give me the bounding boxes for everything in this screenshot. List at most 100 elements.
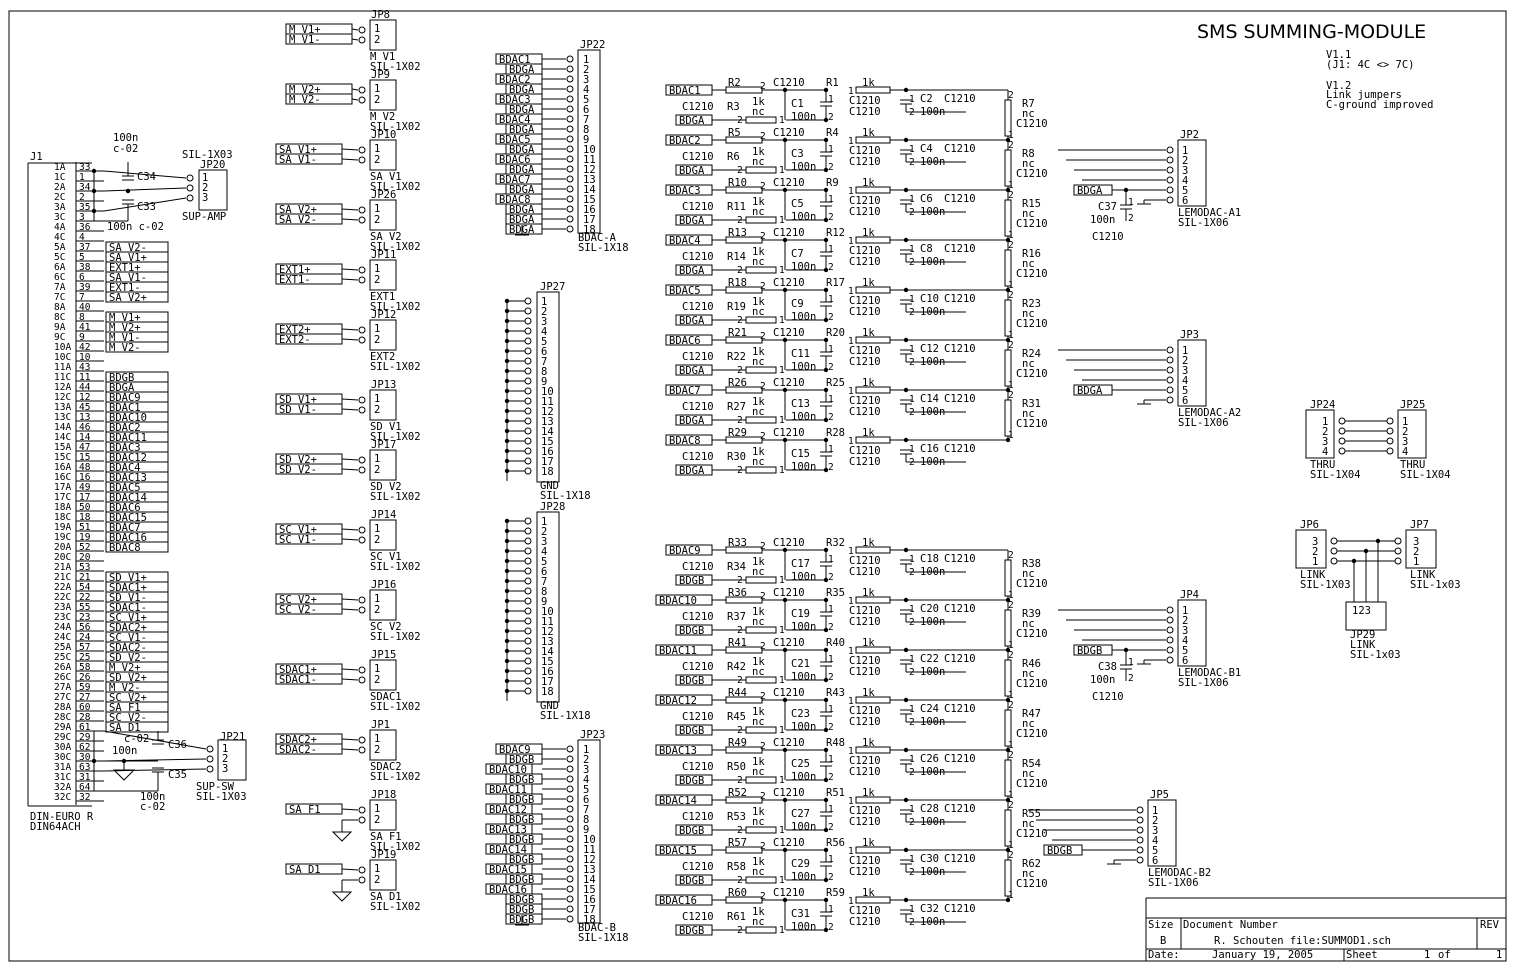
resistor-pkg: C1210 — [1016, 368, 1048, 380]
ground-symbol — [331, 886, 353, 902]
resistor-pkg: C1210 — [773, 837, 805, 849]
resistor-value: 1k — [862, 127, 875, 139]
cap-pkg: C1210 — [849, 206, 881, 218]
cap-ref: C5 — [791, 198, 804, 210]
resistor-ref: R49 — [728, 737, 747, 749]
cap-ref: C3 — [791, 148, 804, 160]
jumper-body — [369, 389, 397, 421]
j1-pin-number: 10 — [79, 352, 91, 363]
junction-dot — [903, 597, 909, 603]
j1-pin-number: 40 — [79, 302, 91, 313]
jumper-ref: JP16 — [371, 579, 396, 591]
jp20-pin: 3 — [202, 192, 208, 204]
pin-circle — [566, 205, 574, 213]
wire — [341, 598, 359, 601]
link-name: LINK — [1350, 639, 1376, 651]
thru-pin: 1 — [1322, 416, 1328, 428]
junction-dot — [903, 647, 909, 653]
jumper-ref: JP17 — [371, 439, 396, 451]
channel-ground-label — [675, 414, 713, 426]
strip-ref: JP23 — [580, 729, 605, 741]
pin-circle — [566, 885, 574, 893]
pin-circle — [358, 406, 366, 414]
gnd-strip-pin: 1 — [541, 296, 547, 308]
resistor-ref: R20 — [826, 327, 845, 339]
j1-ref: J1 — [30, 151, 43, 163]
gnd-strip-pin: 2 — [541, 306, 547, 318]
link-ref: JP29 — [1350, 629, 1375, 641]
wire — [103, 768, 207, 772]
resistor-value: 1k — [862, 177, 875, 189]
pin-number: 2 — [828, 212, 834, 223]
jumper-net-label-text: SC V1- — [279, 534, 317, 546]
j1-row-label: 17A — [54, 482, 71, 493]
resistor-ref: R7 — [1022, 98, 1035, 110]
pin-number: 1 — [848, 546, 854, 557]
resistor-pkg: C1210 — [682, 611, 714, 623]
jumper-pkg: SIL-1X02 — [370, 121, 421, 133]
pin-number: 1 — [909, 804, 915, 815]
thru-body — [1305, 409, 1335, 459]
resistor-ref: R32 — [826, 537, 845, 549]
cap-ref: C34 — [137, 171, 156, 183]
resistor-pkg: C1210 — [1016, 728, 1048, 740]
cap-pkg: C1210 — [944, 343, 976, 355]
j1-net-label-text: SD V2- — [109, 652, 147, 664]
cap-value: 100n — [920, 456, 945, 468]
j1-name: DIN-EURO R — [30, 811, 94, 823]
strip-net-label-text: BDAC15 — [489, 864, 527, 876]
j1-row-label: 23A — [54, 602, 71, 613]
pin-number: 1 — [1008, 430, 1014, 441]
strip-pin: 6 — [583, 104, 589, 116]
pin-circle — [566, 215, 574, 223]
lemo-pin: 1 — [1182, 605, 1188, 617]
resistor-value: 1k — [752, 446, 765, 458]
j1-pin-number: 21 — [79, 572, 91, 583]
channel-input-label-text: BDAC11 — [659, 645, 697, 657]
jumper-net-label-text: M V1+ — [289, 24, 321, 36]
pin-number: 1 — [779, 875, 785, 886]
jumper-body — [369, 799, 397, 831]
gnd-strip-pin: 5 — [541, 336, 547, 348]
pin-circle — [524, 307, 532, 315]
channel-input-label-text: BDAC15 — [659, 845, 697, 857]
cap-pkg: C1210 — [849, 816, 881, 828]
lemo-pin: 3 — [1182, 365, 1188, 377]
jumper-net-label-text: SDAC2+ — [279, 734, 317, 746]
resistor-ref: R28 — [826, 427, 845, 439]
pin-circle — [566, 785, 574, 793]
pin-number: 2 — [737, 215, 743, 226]
pin-circle — [1166, 196, 1174, 204]
pin-number: 2 — [828, 672, 834, 683]
pin-number: 2 — [737, 625, 743, 636]
channel-ground-label — [675, 164, 713, 176]
jumper-ref: JP10 — [371, 129, 396, 141]
pin-number: 2 — [737, 775, 743, 786]
thru-pin: 3 — [1402, 436, 1408, 448]
pin-circle — [1136, 856, 1144, 864]
j1-net-label — [105, 721, 169, 733]
j1-net-label-text: SA F1 — [109, 702, 141, 714]
j1-row-label: 2C — [54, 192, 65, 203]
j1-net-label-text: BDAC11 — [109, 432, 147, 444]
pin-number: 1 — [1008, 180, 1014, 191]
pin-circle — [1136, 836, 1144, 844]
gnd-strip-pin: 16 — [541, 446, 554, 458]
jumper-net-label-text: SDAC1+ — [279, 664, 317, 676]
link-name: LINK — [1410, 569, 1436, 581]
pin-circle — [1136, 826, 1144, 834]
thru-ref: JP24 — [1310, 399, 1335, 411]
jumper-pin: 1 — [374, 393, 380, 405]
gnd-strip-pin: 11 — [541, 396, 554, 408]
cap-value: 100n — [920, 406, 945, 418]
resistor-value: nc — [1022, 158, 1035, 170]
resistor-ref: R58 — [727, 861, 746, 873]
strip-net-label-text: BDAC9 — [499, 744, 531, 756]
thru-pin: 4 — [1402, 446, 1408, 458]
j1-pin-number: 48 — [79, 462, 91, 473]
j1-pin-number: 14 — [79, 432, 91, 443]
j1-net-label — [105, 341, 169, 353]
jumper-body — [369, 319, 397, 351]
pin-number: 2 — [760, 791, 766, 802]
cap-pkg: C1210 — [944, 93, 976, 105]
